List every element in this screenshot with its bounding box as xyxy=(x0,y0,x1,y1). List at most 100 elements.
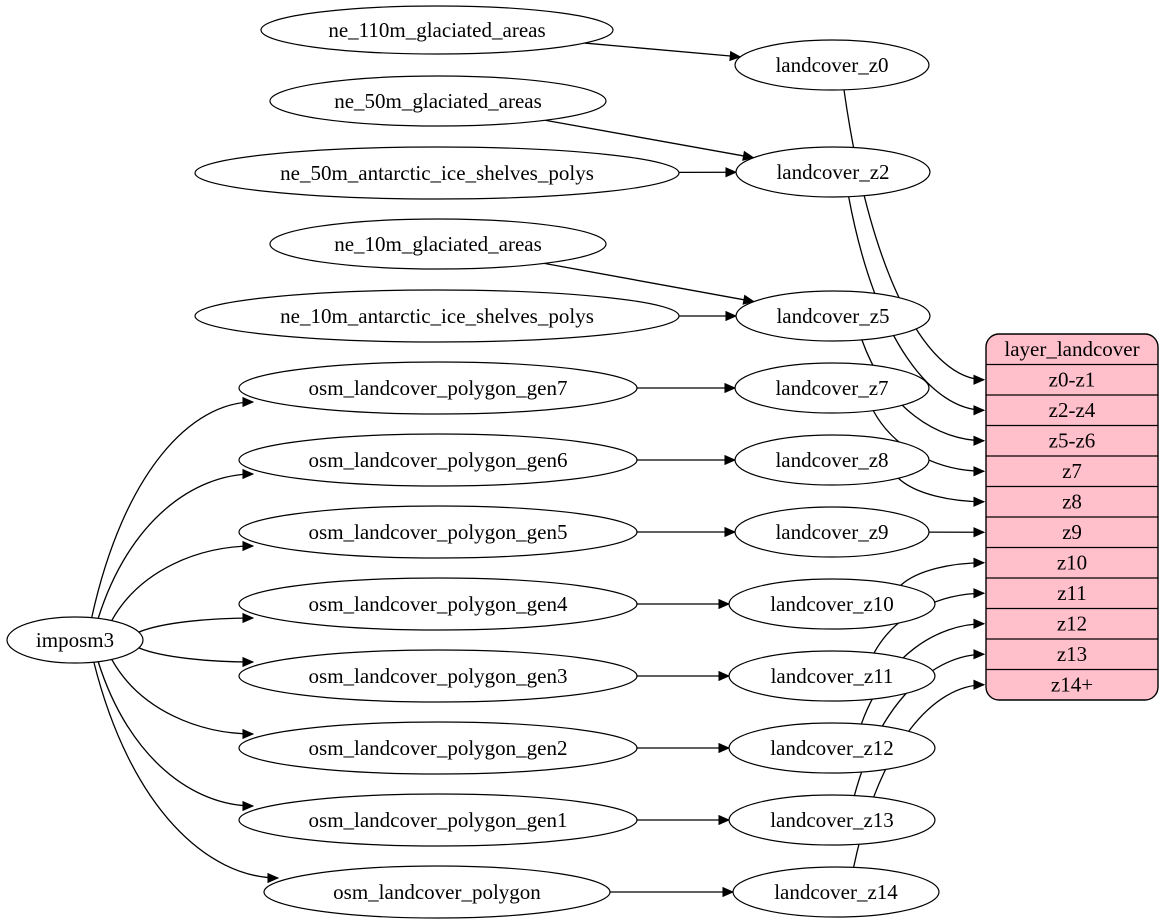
node-ellipse-landcover_z0 xyxy=(734,39,930,91)
node-label-osm_landcover_polygon_gen2: osm_landcover_polygon_gen2 xyxy=(309,736,568,760)
node-ne_50m_antarctic_ice_shelves_polys: ne_50m_antarctic_ice_shelves_polys xyxy=(194,146,680,200)
node-ellipse-landcover_z10 xyxy=(728,578,936,630)
edge-ne_50m_glaciated_areas-to-landcover_z2 xyxy=(545,119,755,161)
node-ellipse-osm_landcover_polygon_gen6 xyxy=(238,433,638,487)
node-ellipse-landcover_z5 xyxy=(735,290,931,342)
node-ellipse-landcover_z7 xyxy=(734,362,930,414)
node-ellipse-osm_landcover_polygon_gen3 xyxy=(238,649,638,703)
node-landcover_z10: landcover_z10 xyxy=(728,578,936,630)
edge-landcover_z10-to-layer_landcover-z10 xyxy=(900,557,986,586)
node-label-osm_landcover_polygon_gen4: osm_landcover_polygon_gen4 xyxy=(309,592,568,616)
edge-landcover_z5-to-layer_landcover-z5-z6 xyxy=(861,339,986,446)
table-row-z12: z12 xyxy=(1057,612,1087,636)
node-landcover_z14: landcover_z14 xyxy=(732,866,940,918)
node-label-ne_50m_antarctic_ice_shelves_polys: ne_50m_antarctic_ice_shelves_polys xyxy=(280,161,594,185)
node-osm_landcover_polygon_gen6: osm_landcover_polygon_gen6 xyxy=(238,433,638,487)
node-label-landcover_z9: landcover_z9 xyxy=(775,520,888,544)
node-label-landcover_z13: landcover_z13 xyxy=(770,808,894,832)
node-ellipse-landcover_z8 xyxy=(734,434,930,486)
node-label-landcover_z7: landcover_z7 xyxy=(775,376,888,400)
node-ellipse-osm_landcover_polygon_gen4 xyxy=(238,577,638,631)
node-osm_landcover_polygon: osm_landcover_polygon xyxy=(263,865,611,919)
node-label-osm_landcover_polygon_gen7: osm_landcover_polygon_gen7 xyxy=(309,376,568,400)
table-row-z7: z7 xyxy=(1062,459,1082,483)
table-header: layer_landcover xyxy=(1004,337,1139,361)
node-ne_10m_antarctic_ice_shelves_polys: ne_10m_antarctic_ice_shelves_polys xyxy=(194,289,680,343)
node-ellipse-landcover_z9 xyxy=(734,506,930,558)
table-row-z5-z6: z5-z6 xyxy=(1049,429,1096,453)
node-label-landcover_z10: landcover_z10 xyxy=(770,592,894,616)
node-ellipse-landcover_z12 xyxy=(728,722,936,774)
node-landcover_z7: landcover_z7 xyxy=(734,362,930,414)
table-row-z8: z8 xyxy=(1062,490,1082,514)
node-label-landcover_z11: landcover_z11 xyxy=(771,664,894,688)
edge-landcover_z8-to-layer_landcover-z8 xyxy=(897,477,986,507)
edge-imposm3-to-osm_landcover_polygon_gen7 xyxy=(91,396,255,618)
edge-ne_110m_glaciated_areas-to-landcover_z0 xyxy=(584,42,742,62)
node-landcover_z8: landcover_z8 xyxy=(734,434,930,486)
node-ellipse-imposm3 xyxy=(6,616,144,664)
node-ellipse-osm_landcover_polygon xyxy=(263,865,611,919)
node-landcover_z5: landcover_z5 xyxy=(735,290,931,342)
node-label-ne_50m_glaciated_areas: ne_50m_glaciated_areas xyxy=(334,89,542,113)
table-row-z0-z1: z0-z1 xyxy=(1049,368,1096,392)
edge-imposm3-to-osm_landcover_polygon_gen4 xyxy=(138,612,255,633)
node-label-ne_10m_glaciated_areas: ne_10m_glaciated_areas xyxy=(334,232,542,256)
node-label-ne_110m_glaciated_areas: ne_110m_glaciated_areas xyxy=(328,18,545,42)
node-osm_landcover_polygon_gen1: osm_landcover_polygon_gen1 xyxy=(238,793,638,847)
node-label-osm_landcover_polygon_gen6: osm_landcover_polygon_gen6 xyxy=(309,448,568,472)
edge-imposm3-to-osm_landcover_polygon_gen3 xyxy=(138,647,255,668)
table-row-z14+: z14+ xyxy=(1051,673,1093,697)
edges-layer xyxy=(91,42,986,898)
node-landcover_z0: landcover_z0 xyxy=(734,39,930,91)
node-ellipse-ne_10m_glaciated_areas xyxy=(269,218,607,270)
edge-imposm3-to-osm_landcover_polygon xyxy=(93,661,280,884)
edge-landcover_z12-to-layer_landcover-z12 xyxy=(860,618,986,725)
node-ellipse-ne_10m_antarctic_ice_shelves_polys xyxy=(194,289,680,343)
node-ellipse-ne_50m_glaciated_areas xyxy=(269,75,607,127)
node-label-osm_landcover_polygon_gen1: osm_landcover_polygon_gen1 xyxy=(309,808,568,832)
node-label-landcover_z0: landcover_z0 xyxy=(775,53,888,77)
node-osm_landcover_polygon_gen2: osm_landcover_polygon_gen2 xyxy=(238,721,638,775)
node-ellipse-landcover_z14 xyxy=(732,866,940,918)
node-landcover_z11: landcover_z11 xyxy=(728,650,936,702)
node-ne_50m_glaciated_areas: ne_50m_glaciated_areas xyxy=(269,75,607,127)
edge-ne_10m_glaciated_areas-to-landcover_z5 xyxy=(544,262,755,305)
node-ellipse-osm_landcover_polygon_gen2 xyxy=(238,721,638,775)
node-osm_landcover_polygon_gen3: osm_landcover_polygon_gen3 xyxy=(238,649,638,703)
node-imposm3: imposm3 xyxy=(6,616,144,664)
table-row-z9: z9 xyxy=(1062,520,1082,544)
node-label-imposm3: imposm3 xyxy=(36,628,114,652)
node-ellipse-osm_landcover_polygon_gen7 xyxy=(238,361,638,415)
table-row-z10: z10 xyxy=(1057,551,1087,575)
node-osm_landcover_polygon_gen5: osm_landcover_polygon_gen5 xyxy=(238,505,638,559)
edge-imposm3-to-osm_landcover_polygon_gen1 xyxy=(97,661,255,812)
node-ellipse-osm_landcover_polygon_gen1 xyxy=(238,793,638,847)
node-label-landcover_z14: landcover_z14 xyxy=(774,880,898,904)
node-ellipse-ne_110m_glaciated_areas xyxy=(260,5,614,55)
edge-imposm3-to-osm_landcover_polygon_gen2 xyxy=(111,659,255,740)
node-ellipse-ne_50m_antarctic_ice_shelves_polys xyxy=(194,146,680,200)
node-label-landcover_z8: landcover_z8 xyxy=(775,448,888,472)
node-landcover_z12: landcover_z12 xyxy=(728,722,936,774)
node-ellipse-landcover_z11 xyxy=(728,650,936,702)
node-osm_landcover_polygon_gen7: osm_landcover_polygon_gen7 xyxy=(238,361,638,415)
edge-landcover_z2-to-layer_landcover-z2-z4 xyxy=(847,196,986,416)
node-label-landcover_z5: landcover_z5 xyxy=(776,304,889,328)
node-label-osm_landcover_polygon_gen3: osm_landcover_polygon_gen3 xyxy=(309,664,568,688)
table-row-z11: z11 xyxy=(1057,581,1087,605)
node-label-ne_10m_antarctic_ice_shelves_polys: ne_10m_antarctic_ice_shelves_polys xyxy=(280,304,594,328)
node-ne_10m_glaciated_areas: ne_10m_glaciated_areas xyxy=(269,218,607,270)
node-landcover_z2: landcover_z2 xyxy=(735,146,931,198)
table-layer_landcover: layer_landcover z0-z1 z2-z4 z5-z6 z7 z8 z9 z10 z… xyxy=(985,333,1159,701)
node-label-landcover_z12: landcover_z12 xyxy=(770,736,894,760)
table-row-z2-z4: z2-z4 xyxy=(1049,398,1096,422)
node-landcover_z9: landcover_z9 xyxy=(734,506,930,558)
node-landcover_z13: landcover_z13 xyxy=(728,794,936,846)
node-osm_landcover_polygon_gen4: osm_landcover_polygon_gen4 xyxy=(238,577,638,631)
table-row-z13: z13 xyxy=(1057,642,1087,666)
node-label-landcover_z2: landcover_z2 xyxy=(776,160,889,184)
edge-imposm3-to-osm_landcover_polygon_gen6 xyxy=(97,468,255,619)
